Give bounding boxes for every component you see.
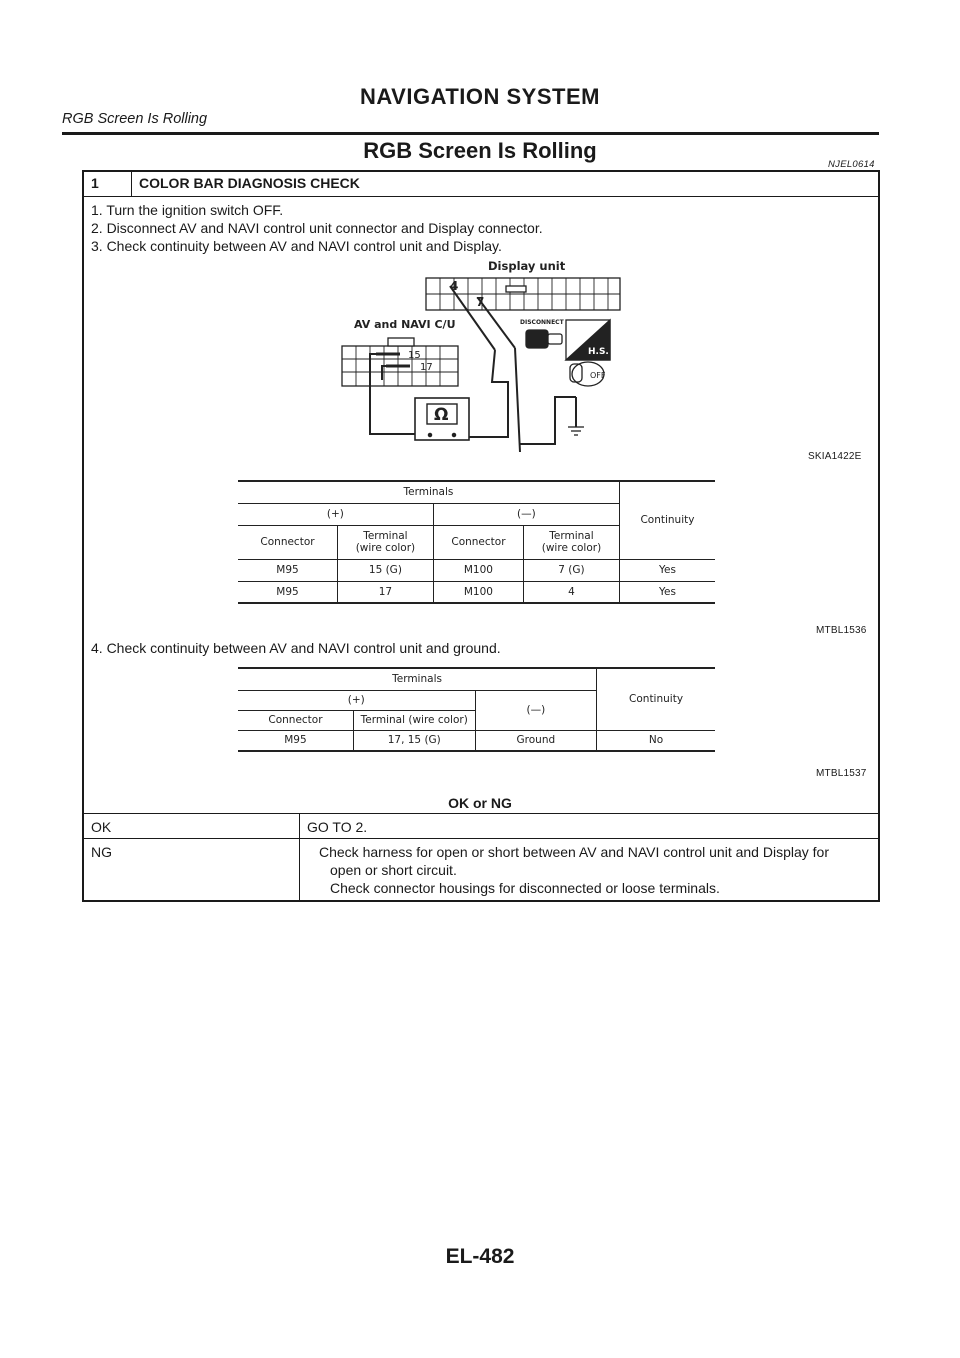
ohm-meter bbox=[414, 397, 470, 441]
table-row: M95 17 M100 4 Yes bbox=[238, 581, 715, 604]
continuity-table-ground: Terminals Continuity (+) (—) Connector T… bbox=[238, 667, 715, 752]
t2-r1-terminal: 17, 15 (G) bbox=[352, 730, 476, 752]
continuity-table-display: Terminals Continuity (+) (—) Connector T… bbox=[238, 480, 715, 604]
t1-r2-continuity: Yes bbox=[618, 581, 715, 604]
t1-r1-terminal: 15 (G) bbox=[336, 559, 434, 582]
instruction-1: 1. Turn the ignition switch OFF. bbox=[91, 202, 284, 218]
ng-action-line-2: open or short circuit. bbox=[330, 862, 457, 878]
t1-r1-terminal2: 7 (G) bbox=[523, 559, 620, 582]
t1-r1-connector2: M100 bbox=[432, 559, 525, 582]
ng-action-line-3: Check connector housings for disconnecte… bbox=[330, 880, 720, 896]
t1-terminal-minus: Terminal (wire color) bbox=[523, 525, 620, 560]
step-title: COLOR BAR DIAGNOSIS CHECK bbox=[139, 175, 360, 191]
instruction-2: 2. Disconnect AV and NAVI control unit c… bbox=[91, 220, 543, 236]
step-number: 1 bbox=[91, 175, 99, 191]
section-id: NJEL0614 bbox=[828, 159, 875, 170]
off-label: OFF bbox=[590, 371, 606, 380]
cu-pin-15: 15 bbox=[408, 350, 421, 361]
t2-terminal-plus: Terminal (wire color) bbox=[352, 710, 476, 731]
t1-terminal-plus: Terminal (wire color) bbox=[336, 525, 434, 560]
t1-r1-connector: M95 bbox=[238, 559, 338, 582]
t2-plus-header: (+) bbox=[238, 690, 476, 711]
t2-continuity-header: Continuity bbox=[596, 667, 715, 731]
disconnect-label: DISCONNECT bbox=[520, 319, 565, 326]
continuity-diagram: Display unit AV and NAVI C/U DISCONNECT … bbox=[341, 259, 621, 452]
t1-plus-header: (+) bbox=[238, 503, 434, 526]
page-header-subtitle: RGB Screen Is Rolling bbox=[62, 111, 208, 127]
cu-label: AV and NAVI C/U bbox=[354, 318, 456, 331]
t1-connector-plus: Connector bbox=[238, 525, 338, 560]
ng-action-line-1: Check harness for open or short between … bbox=[319, 844, 829, 860]
diagram-code: SKIA1422E bbox=[808, 451, 862, 462]
result-rule-2 bbox=[82, 838, 878, 839]
step-number-divider bbox=[131, 170, 132, 196]
result-column-divider bbox=[299, 813, 300, 900]
table2-code: MTBL1537 bbox=[816, 768, 867, 779]
instruction-3: 3. Check continuity between AV and NAVI … bbox=[91, 238, 502, 254]
instruction-4: 4. Check continuity between AV and NAVI … bbox=[91, 640, 501, 656]
section-title: RGB Screen Is Rolling bbox=[363, 138, 597, 163]
display-pin-4: 4 bbox=[450, 279, 458, 293]
header-rule bbox=[62, 132, 879, 135]
table1-code: MTBL1536 bbox=[816, 625, 867, 636]
result-rule-1 bbox=[82, 813, 878, 814]
t1-continuity-header: Continuity bbox=[618, 480, 715, 560]
step-header-rule bbox=[82, 196, 878, 197]
ok-action: GO TO 2. bbox=[307, 819, 368, 835]
ohm-symbol: Ω bbox=[434, 405, 448, 425]
t2-r1-connector: M95 bbox=[238, 730, 354, 752]
t1-r2-connector2: M100 bbox=[432, 581, 525, 604]
table-row: M95 15 (G) M100 7 (G) Yes bbox=[238, 559, 715, 582]
t1-r2-terminal: 17 bbox=[336, 581, 434, 604]
ng-label: NG bbox=[91, 844, 112, 860]
t2-terminals-header: Terminals bbox=[238, 667, 598, 691]
t1-terminals-header: Terminals bbox=[238, 480, 620, 504]
diagnosis-step-box bbox=[82, 170, 880, 902]
display-pin-7: 7 bbox=[476, 295, 484, 309]
table-row: M95 17, 15 (G) Ground No bbox=[238, 730, 715, 752]
ok-label: OK bbox=[91, 819, 112, 835]
display-unit-label: Display unit bbox=[488, 259, 566, 273]
t1-connector-minus: Connector bbox=[432, 525, 525, 560]
page-number: EL-482 bbox=[445, 1245, 515, 1268]
t1-r2-connector: M95 bbox=[238, 581, 338, 604]
disconnect-plug-icon bbox=[525, 329, 549, 349]
t2-connector-plus: Connector bbox=[238, 710, 354, 731]
hs-label: H.S. bbox=[588, 347, 609, 357]
t2-minus-header: (—) bbox=[474, 690, 598, 731]
page-header-title: NAVIGATION SYSTEM bbox=[360, 84, 600, 109]
t1-r2-terminal2: 4 bbox=[523, 581, 620, 604]
cu-pin-17: 17 bbox=[420, 362, 433, 373]
t2-r1-ground: Ground bbox=[474, 730, 598, 752]
ok-ng-heading: OK or NG bbox=[448, 795, 512, 811]
t1-r1-continuity: Yes bbox=[618, 559, 715, 582]
t1-minus-header: (—) bbox=[432, 503, 620, 526]
ignition-key-icon bbox=[571, 361, 605, 387]
t2-r1-continuity: No bbox=[596, 730, 715, 752]
